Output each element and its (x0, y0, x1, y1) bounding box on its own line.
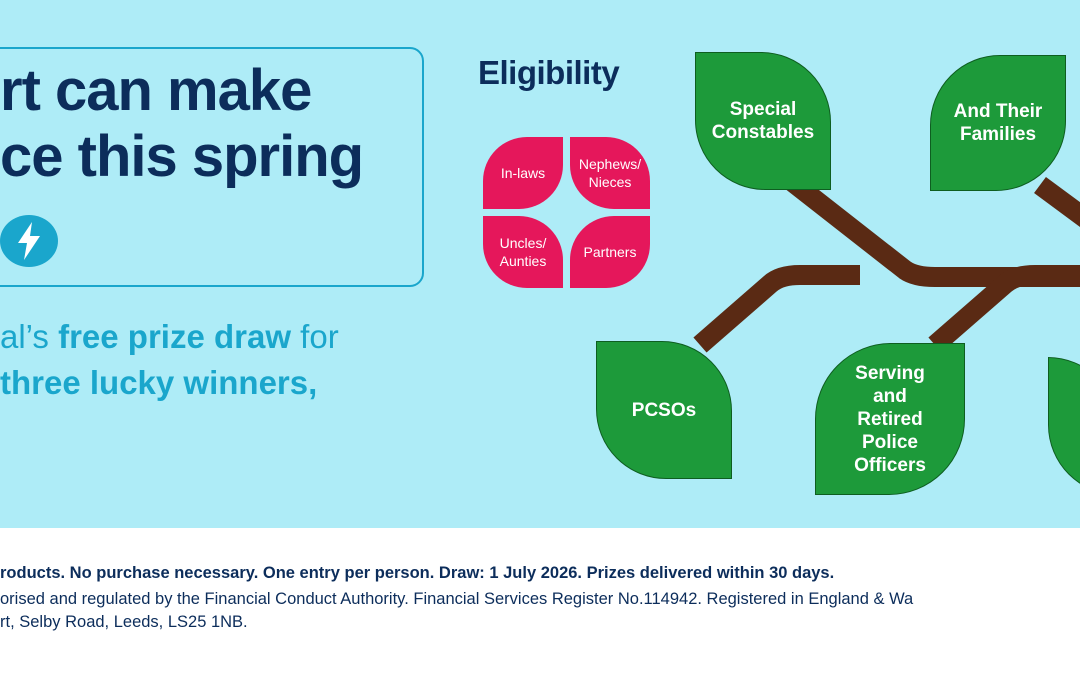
headline-line-2: ce this spring (0, 124, 364, 189)
headline-line-1: rt can make (0, 58, 312, 123)
branch-upper-right (1034, 176, 1080, 228)
prize-draw-subline: al’s free prize draw for three lucky win… (0, 314, 339, 406)
headline-box (0, 47, 424, 287)
leaf-serving-retired-officers: Serving and Retired Police Officers (815, 343, 965, 495)
terms-line-2: orised and regulated by the Financial Co… (0, 590, 914, 608)
leaf-and-their-families: And Their Families (930, 55, 1066, 191)
terms-line-1: roducts. No purchase necessary. One entr… (0, 564, 835, 582)
lightning-bolt-icon (0, 215, 58, 267)
family-petal-nephews-nieces: Nephews/ Nieces (570, 137, 650, 209)
promo-banner: rt can make ce this spring al’s free pri… (0, 0, 1080, 528)
leaf-special-constables: Special Constables (695, 52, 831, 190)
branch-lower (928, 265, 1080, 353)
free-prize-draw-emphasis: free prize draw (58, 318, 292, 355)
terms-line-3: rt, Selby Road, Leeds, LS25 1NB. (0, 613, 248, 631)
tree-branches (693, 172, 1080, 353)
branch-left (693, 265, 860, 353)
branch-upper (783, 172, 1080, 287)
subline-line-2: three lucky winners, (0, 364, 318, 401)
headline: rt can make ce this spring (0, 58, 364, 190)
eligibility-title: Eligibility (478, 54, 620, 91)
family-petal-uncles-aunties: Uncles/ Aunties (483, 216, 563, 288)
leaf-pcsos: PCSOs (596, 341, 732, 479)
subline-line-1: al’s free prize draw for (0, 318, 339, 355)
